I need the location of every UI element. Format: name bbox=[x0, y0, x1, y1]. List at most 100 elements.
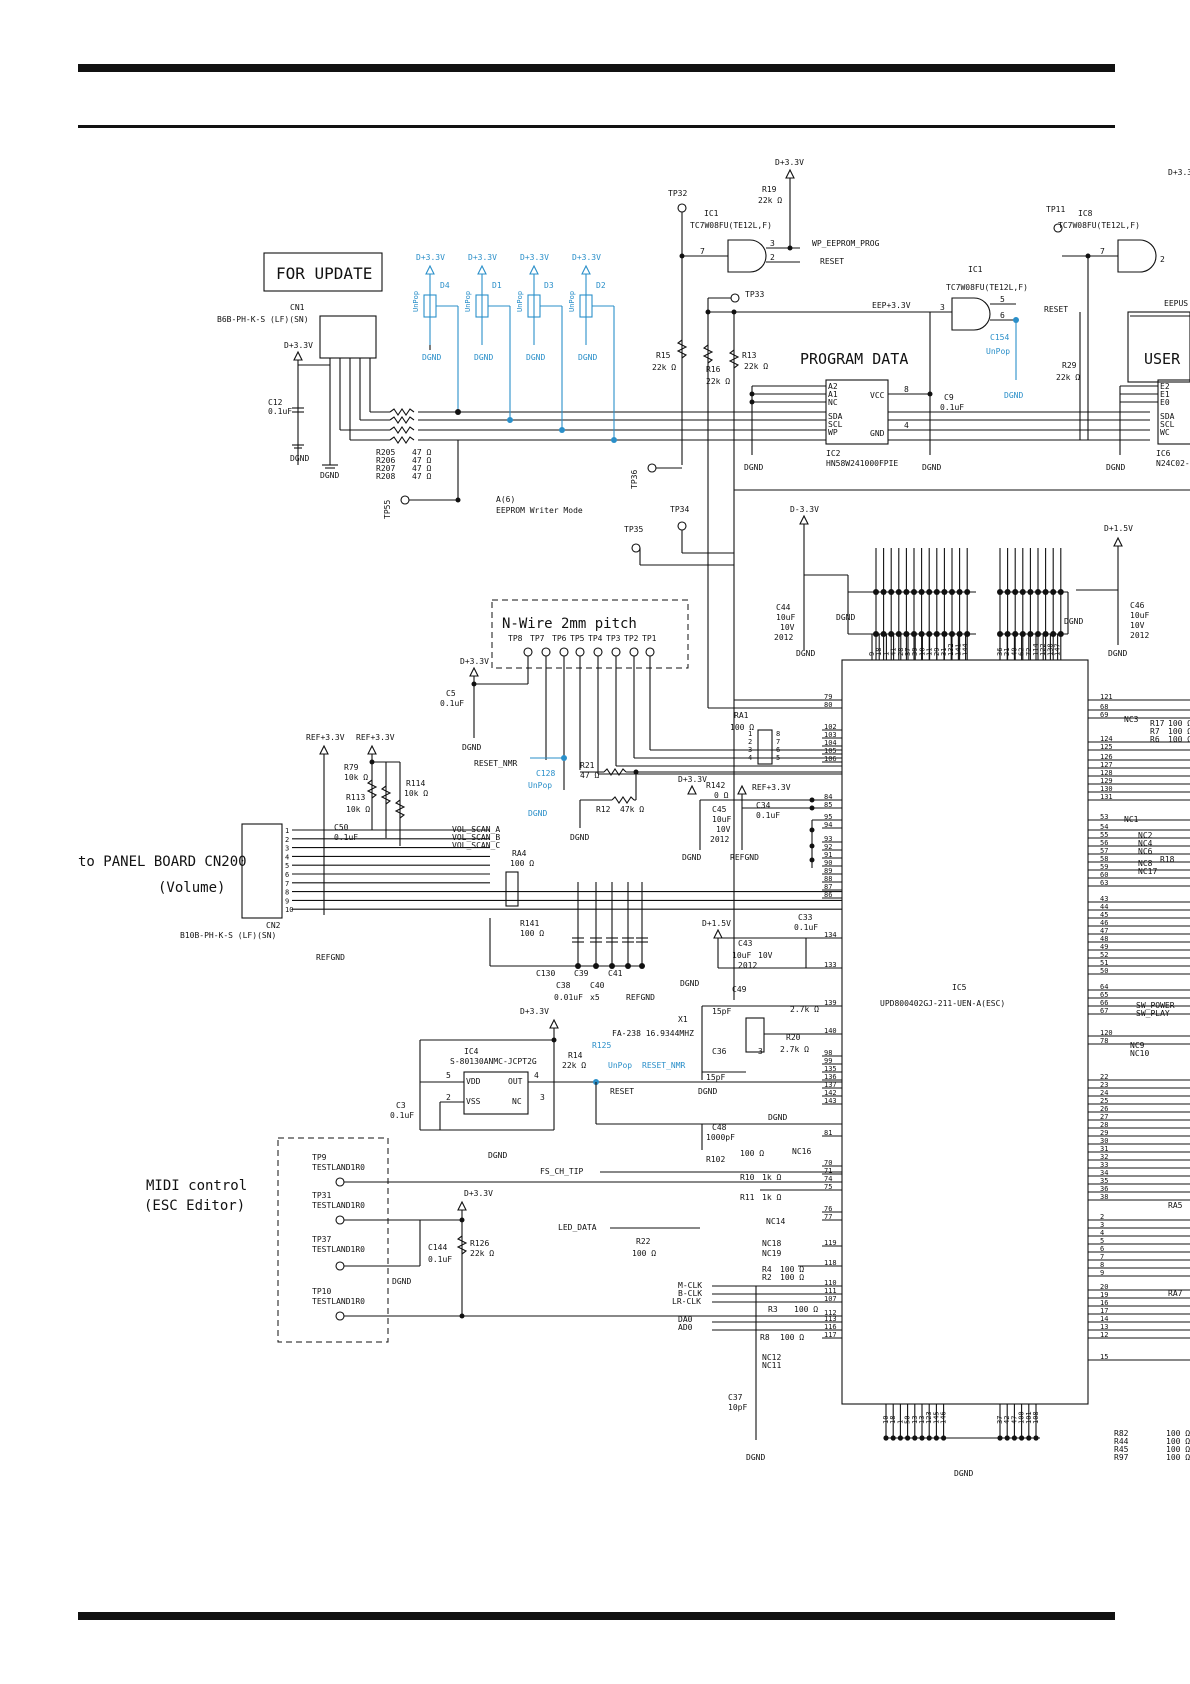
svg-text:5: 5 bbox=[1000, 295, 1005, 304]
svg-text:R206: R206 bbox=[376, 456, 395, 465]
svg-text:4: 4 bbox=[904, 421, 909, 430]
svg-text:R14: R14 bbox=[568, 1051, 583, 1060]
svg-text:10uF: 10uF bbox=[732, 951, 751, 960]
ic5-pin-number: 79 bbox=[824, 693, 832, 701]
svg-text:2: 2 bbox=[770, 253, 775, 262]
ic5-pin-number: 141 bbox=[954, 643, 962, 656]
svg-text:REFGND: REFGND bbox=[626, 993, 655, 1002]
svg-text:22k Ω: 22k Ω bbox=[652, 363, 676, 372]
ic5-pin-number: 117 bbox=[824, 1331, 837, 1339]
ic5-pin-number: 57 bbox=[1100, 847, 1108, 855]
ref-decoupling: D+3.3V R142 0 Ω REF+3.3V C45 10uF 10V 20… bbox=[678, 775, 842, 868]
svg-text:1k Ω: 1k Ω bbox=[762, 1193, 781, 1202]
svg-text:NC9: NC9 bbox=[1130, 1041, 1145, 1050]
svg-text:IC6: IC6 bbox=[1156, 449, 1171, 458]
ic5-pin-number: 89 bbox=[824, 867, 832, 875]
svg-text:0.1uF: 0.1uF bbox=[334, 833, 358, 842]
svg-text:C34: C34 bbox=[756, 801, 771, 810]
svg-text:D+3.3V: D+3.3V bbox=[520, 253, 549, 262]
svg-text:R44: R44 bbox=[1114, 1437, 1129, 1446]
svg-text:DGND: DGND bbox=[922, 463, 941, 472]
svg-text:D+1.5V: D+1.5V bbox=[702, 919, 731, 928]
ic5-pin-number: 135 bbox=[824, 1065, 837, 1073]
ic5-pin-number: 65 bbox=[1100, 991, 1108, 999]
cn2-pin-number: 9 bbox=[285, 897, 289, 905]
ic2-eeprom bbox=[825, 379, 889, 445]
svg-text:TP11: TP11 bbox=[1046, 205, 1065, 214]
svg-text:DGND: DGND bbox=[680, 979, 699, 988]
svg-text:DGND: DGND bbox=[488, 1151, 507, 1160]
svg-text:D+3.3V: D+3.3V bbox=[460, 657, 489, 666]
svg-text:IC5: IC5 bbox=[952, 983, 967, 992]
svg-text:TP55: TP55 bbox=[383, 500, 392, 519]
ic5-pin-number: 127 bbox=[1100, 761, 1113, 769]
ic5-pin-number: 18 bbox=[875, 648, 883, 656]
ic5-pin-number: 108 bbox=[1032, 1411, 1040, 1424]
svg-text:22k Ω: 22k Ω bbox=[744, 362, 768, 371]
svg-text:DGND: DGND bbox=[796, 649, 815, 658]
svg-text:C3: C3 bbox=[396, 1101, 406, 1110]
svg-text:R3: R3 bbox=[768, 1305, 778, 1314]
svg-text:B6B-PH-K-S (LF)(SN): B6B-PH-K-S (LF)(SN) bbox=[217, 315, 309, 324]
svg-text:REFGND: REFGND bbox=[316, 953, 345, 962]
svg-text:DGND: DGND bbox=[526, 353, 545, 362]
svg-text:22k Ω: 22k Ω bbox=[1056, 373, 1080, 382]
ic5-pin-number: 129 bbox=[1100, 777, 1113, 785]
svg-text:D4: D4 bbox=[440, 281, 450, 290]
svg-text:SDA: SDA bbox=[828, 412, 843, 421]
svg-text:6: 6 bbox=[776, 746, 780, 754]
svg-text:CN2: CN2 bbox=[266, 921, 281, 930]
svg-text:A(6): A(6) bbox=[496, 495, 515, 504]
svg-text:NC12: NC12 bbox=[762, 1353, 781, 1362]
svg-text:3: 3 bbox=[770, 239, 775, 248]
svg-text:D+3.3: D+3.3 bbox=[1168, 168, 1190, 177]
svg-text:A1: A1 bbox=[828, 390, 838, 399]
svg-text:R17: R17 bbox=[1150, 719, 1165, 728]
svg-text:0.1uF: 0.1uF bbox=[268, 407, 292, 416]
svg-text:B-CLK: B-CLK bbox=[678, 1289, 702, 1298]
svg-text:C144: C144 bbox=[428, 1243, 447, 1252]
ic5-pin-number: 31 bbox=[1100, 1145, 1108, 1153]
ic5-pin-number: 13 bbox=[911, 1416, 919, 1424]
ic5-pin-number: 76 bbox=[824, 1205, 832, 1213]
svg-text:OUT: OUT bbox=[508, 1077, 523, 1086]
svg-text:TP6: TP6 bbox=[552, 634, 567, 643]
c130-cap-row bbox=[572, 882, 648, 969]
cn2-pin-number: 7 bbox=[285, 880, 289, 888]
svg-text:47 Ω: 47 Ω bbox=[580, 771, 599, 780]
svg-text:10uF: 10uF bbox=[1130, 611, 1149, 620]
svg-text:6: 6 bbox=[1000, 311, 1005, 320]
ic5-pin-number: 145 bbox=[932, 1411, 940, 1424]
svg-text:10pF: 10pF bbox=[728, 1403, 747, 1412]
svg-text:UnPop: UnPop bbox=[528, 781, 552, 790]
svg-text:D+3.3V: D+3.3V bbox=[464, 1189, 493, 1198]
svg-text:10V: 10V bbox=[1130, 621, 1145, 630]
svg-text:C49: C49 bbox=[732, 985, 747, 994]
svg-text:UnPop: UnPop bbox=[568, 291, 576, 312]
svg-text:REF+3.3V: REF+3.3V bbox=[356, 733, 395, 742]
ic4-chip bbox=[463, 1071, 529, 1115]
svg-text:22k Ω: 22k Ω bbox=[470, 1249, 494, 1258]
svg-text:22k Ω: 22k Ω bbox=[562, 1061, 586, 1070]
ic5-pin-number: 42 bbox=[1003, 1416, 1011, 1424]
svg-text:R97: R97 bbox=[1114, 1453, 1129, 1462]
svg-text:2012: 2012 bbox=[710, 835, 729, 844]
ic5-pin-number: 20 bbox=[1100, 1283, 1108, 1291]
svg-text:100 Ω: 100 Ω bbox=[1166, 1445, 1190, 1454]
svg-text:E1: E1 bbox=[1160, 390, 1170, 399]
ic5-pin-number: 75 bbox=[824, 1183, 832, 1191]
ic5-pin-number: 146 bbox=[940, 1411, 948, 1424]
svg-text:DGND: DGND bbox=[1106, 463, 1125, 472]
svg-text:3: 3 bbox=[540, 1093, 545, 1102]
svg-text:IC8: IC8 bbox=[1078, 209, 1093, 218]
svg-text:D2: D2 bbox=[596, 281, 606, 290]
svg-text:0.1uF: 0.1uF bbox=[390, 1111, 414, 1120]
svg-text:R208: R208 bbox=[376, 472, 395, 481]
ic5-pin-number: 68 bbox=[1100, 703, 1108, 711]
svg-text:DGND: DGND bbox=[290, 454, 309, 463]
svg-text:TC7W08FU(TE12L,F): TC7W08FU(TE12L,F) bbox=[690, 221, 772, 230]
svg-text:R79: R79 bbox=[344, 763, 359, 772]
svg-text:100 Ω: 100 Ω bbox=[1168, 719, 1190, 728]
svg-text:2012: 2012 bbox=[774, 633, 793, 642]
svg-text:C39: C39 bbox=[574, 969, 589, 978]
